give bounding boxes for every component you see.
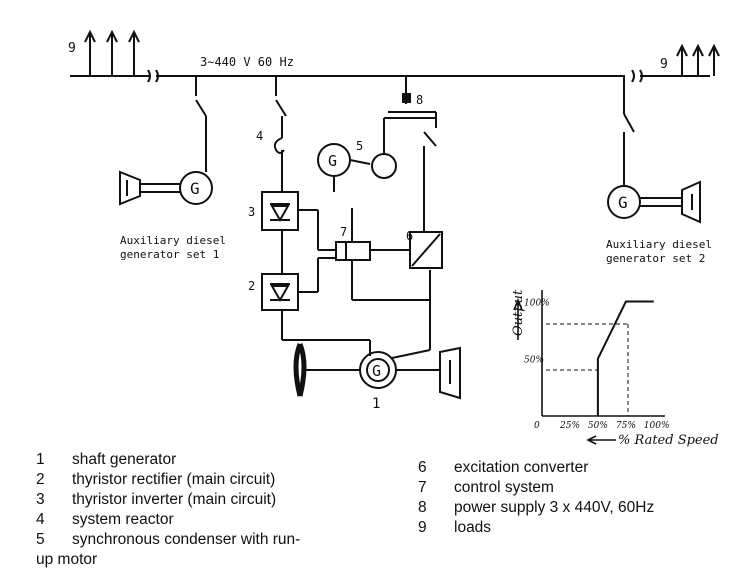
legend-text: up motor <box>36 551 98 568</box>
synchronous-condenser <box>317 117 436 192</box>
shaft-generator-branch <box>261 76 461 400</box>
legend-number: 5 <box>36 531 45 548</box>
legend-item: 3 thyristor inverter (main circuit) <box>36 490 300 510</box>
main-bus <box>70 69 710 83</box>
legend-text: thyristor rectifier (main circuit) <box>72 471 276 488</box>
legend-text: synchronous condenser with run- <box>72 531 301 548</box>
thyristor-rectifier-box <box>261 273 299 311</box>
chart-y-tick-label: 50% <box>524 356 544 366</box>
chart-series-line <box>596 300 654 416</box>
excitation-tag: 6 <box>406 229 413 243</box>
chart-x-tick-label: 75% <box>616 421 636 431</box>
legend-item: 7 control system <box>418 478 654 498</box>
legend-number: 9 <box>418 519 427 536</box>
chart-x-tick-label: 0 <box>534 421 540 431</box>
aux-gen-1-label-line2: generator set 1 <box>120 248 219 261</box>
aux-gen-1-label-line1: Auxiliary diesel <box>120 234 226 247</box>
aux-generator-2 <box>607 76 701 224</box>
legend-right: 6 excitation converter 7 control system 8 p… <box>418 458 654 538</box>
control-links <box>298 208 431 359</box>
inverter-tag: 2 <box>248 279 255 293</box>
legend-text: excitation converter <box>454 459 589 476</box>
legend-number: 3 <box>36 491 45 508</box>
condenser-tag: 5 <box>356 139 363 153</box>
legend-item: 1 shaft generator <box>36 450 300 470</box>
chart-x-tick-label: 100% <box>644 421 670 431</box>
legend-left: 1 shaft generator 2 thyristor rectifier (m… <box>36 450 300 570</box>
chart-x-tick-label: 25% <box>559 421 580 431</box>
chart-guides <box>546 323 629 416</box>
chart-xlabel: % Rated Speed <box>618 433 719 448</box>
legend-number: 7 <box>418 479 427 496</box>
loads-right-tag: 9 <box>660 57 668 72</box>
shaft-generator-tag: 1 <box>372 396 380 412</box>
chart-x-tick-label: 50% <box>588 421 608 431</box>
legend-number: 8 <box>418 499 427 516</box>
legend-item: 8 power supply 3 x 440V, 60Hz <box>418 498 654 518</box>
legend-text: shaft generator <box>72 451 177 468</box>
rectifier-tag: 3 <box>248 205 255 219</box>
supply-branch <box>388 76 443 269</box>
legend-number: 6 <box>418 459 427 476</box>
legend-item-wrap: up motor <box>36 550 300 570</box>
loads-left <box>84 29 140 76</box>
legend-text: power supply 3 x 440V, 60Hz <box>454 499 655 516</box>
thyristor-inverter-box <box>261 191 299 231</box>
loads-left-tag: 9 <box>68 41 76 56</box>
chart-ylabel: Output <box>511 289 526 336</box>
aux-generator-1 <box>119 76 213 206</box>
legend-number: 1 <box>36 451 45 468</box>
legend-number: 4 <box>36 511 45 528</box>
legend-item: 5 synchronous condenser with run- <box>36 530 300 550</box>
loads-right <box>676 43 720 76</box>
aux-gen-2-symbol: G <box>618 193 628 212</box>
control-tag: 7 <box>340 225 347 239</box>
legend-number: 2 <box>36 471 45 488</box>
bus-label: 3∼440 V 60 Hz <box>200 55 294 69</box>
shaft-gen-symbol: G <box>372 362 381 380</box>
chart-axes <box>513 290 665 445</box>
supply-tag: 8 <box>416 93 423 107</box>
chart-y-tick-label: 100% <box>524 299 550 309</box>
legend-item: 9 loads <box>418 518 654 538</box>
legend-item: 4 system reactor <box>36 510 300 530</box>
aux-gen-1-symbol: G <box>190 179 200 198</box>
excitation-converter-box <box>409 231 443 269</box>
legend-item: 2 thyristor rectifier (main circuit) <box>36 470 300 490</box>
legend-text: control system <box>454 479 554 496</box>
legend-text: system reactor <box>72 511 174 528</box>
aux-gen-2-label-line2: generator set 2 <box>606 252 705 265</box>
reactor-tag: 4 <box>256 129 263 143</box>
legend-text: thyristor inverter (main circuit) <box>72 491 277 508</box>
control-system-box <box>335 241 371 261</box>
legend-item: 6 excitation converter <box>418 458 654 478</box>
aux-gen-2-label-line1: Auxiliary diesel <box>606 238 712 251</box>
legend-text: loads <box>454 519 492 536</box>
condenser-symbol: G <box>328 152 337 170</box>
